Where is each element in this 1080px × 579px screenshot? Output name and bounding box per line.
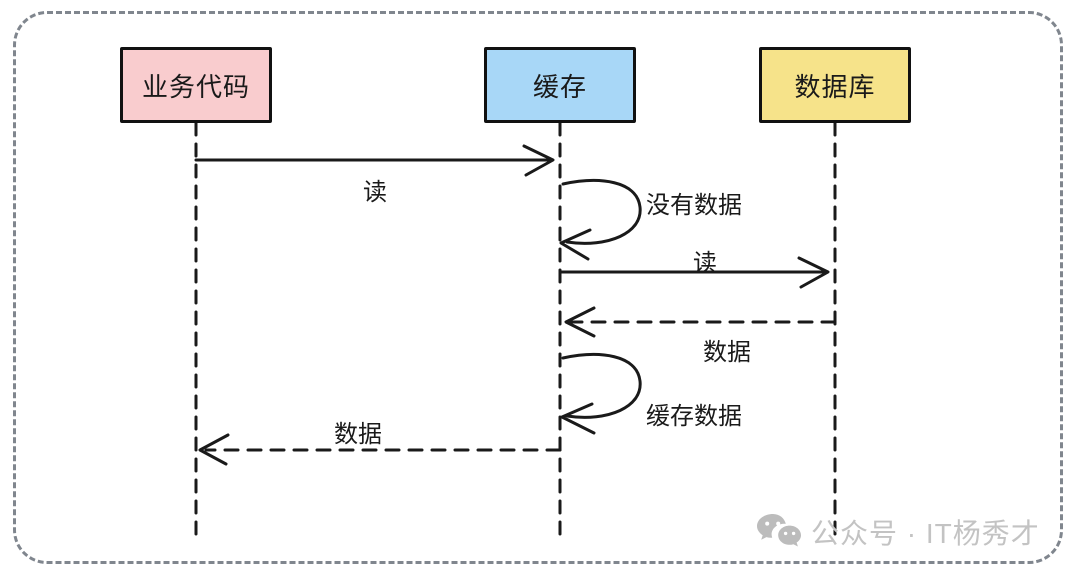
message-label-no-data: 没有数据 [646, 192, 742, 219]
wechat-icon [757, 514, 801, 547]
arrowhead-data-to-cache [564, 306, 596, 338]
message-label-cache-data: 缓存数据 [646, 403, 742, 430]
message-label-data-to-business: 数据 [334, 421, 382, 448]
selfloop-cache-data [561, 353, 642, 419]
arrowhead-read-to-cache [522, 144, 555, 177]
diagram-border [13, 11, 1063, 564]
arrowhead-read-to-database [797, 256, 830, 289]
actor-box-database: 数据库 [759, 47, 911, 123]
arrowhead-selfloop-no-data [559, 228, 592, 261]
actor-box-cache: 缓存 [484, 47, 636, 123]
message-label-data-from-database: 数据 [703, 339, 751, 366]
arrowhead-selfloop-cache-data [560, 402, 596, 435]
watermark-text: 公众号 · IT杨秀才 [811, 518, 1040, 549]
actor-label-business-code: 业务代码 [141, 71, 250, 102]
message-label-read-cache: 读 [363, 179, 387, 206]
message-label-read-database: 读 [693, 250, 717, 277]
watermark: 公众号 · IT杨秀才 [756, 512, 1040, 552]
selfloop-no-data [561, 179, 642, 245]
actor-label-cache: 缓存 [532, 71, 587, 102]
actor-box-business-code: 业务代码 [120, 47, 272, 123]
arrowhead-data-to-business [198, 433, 230, 466]
actor-label-database: 数据库 [794, 71, 876, 102]
